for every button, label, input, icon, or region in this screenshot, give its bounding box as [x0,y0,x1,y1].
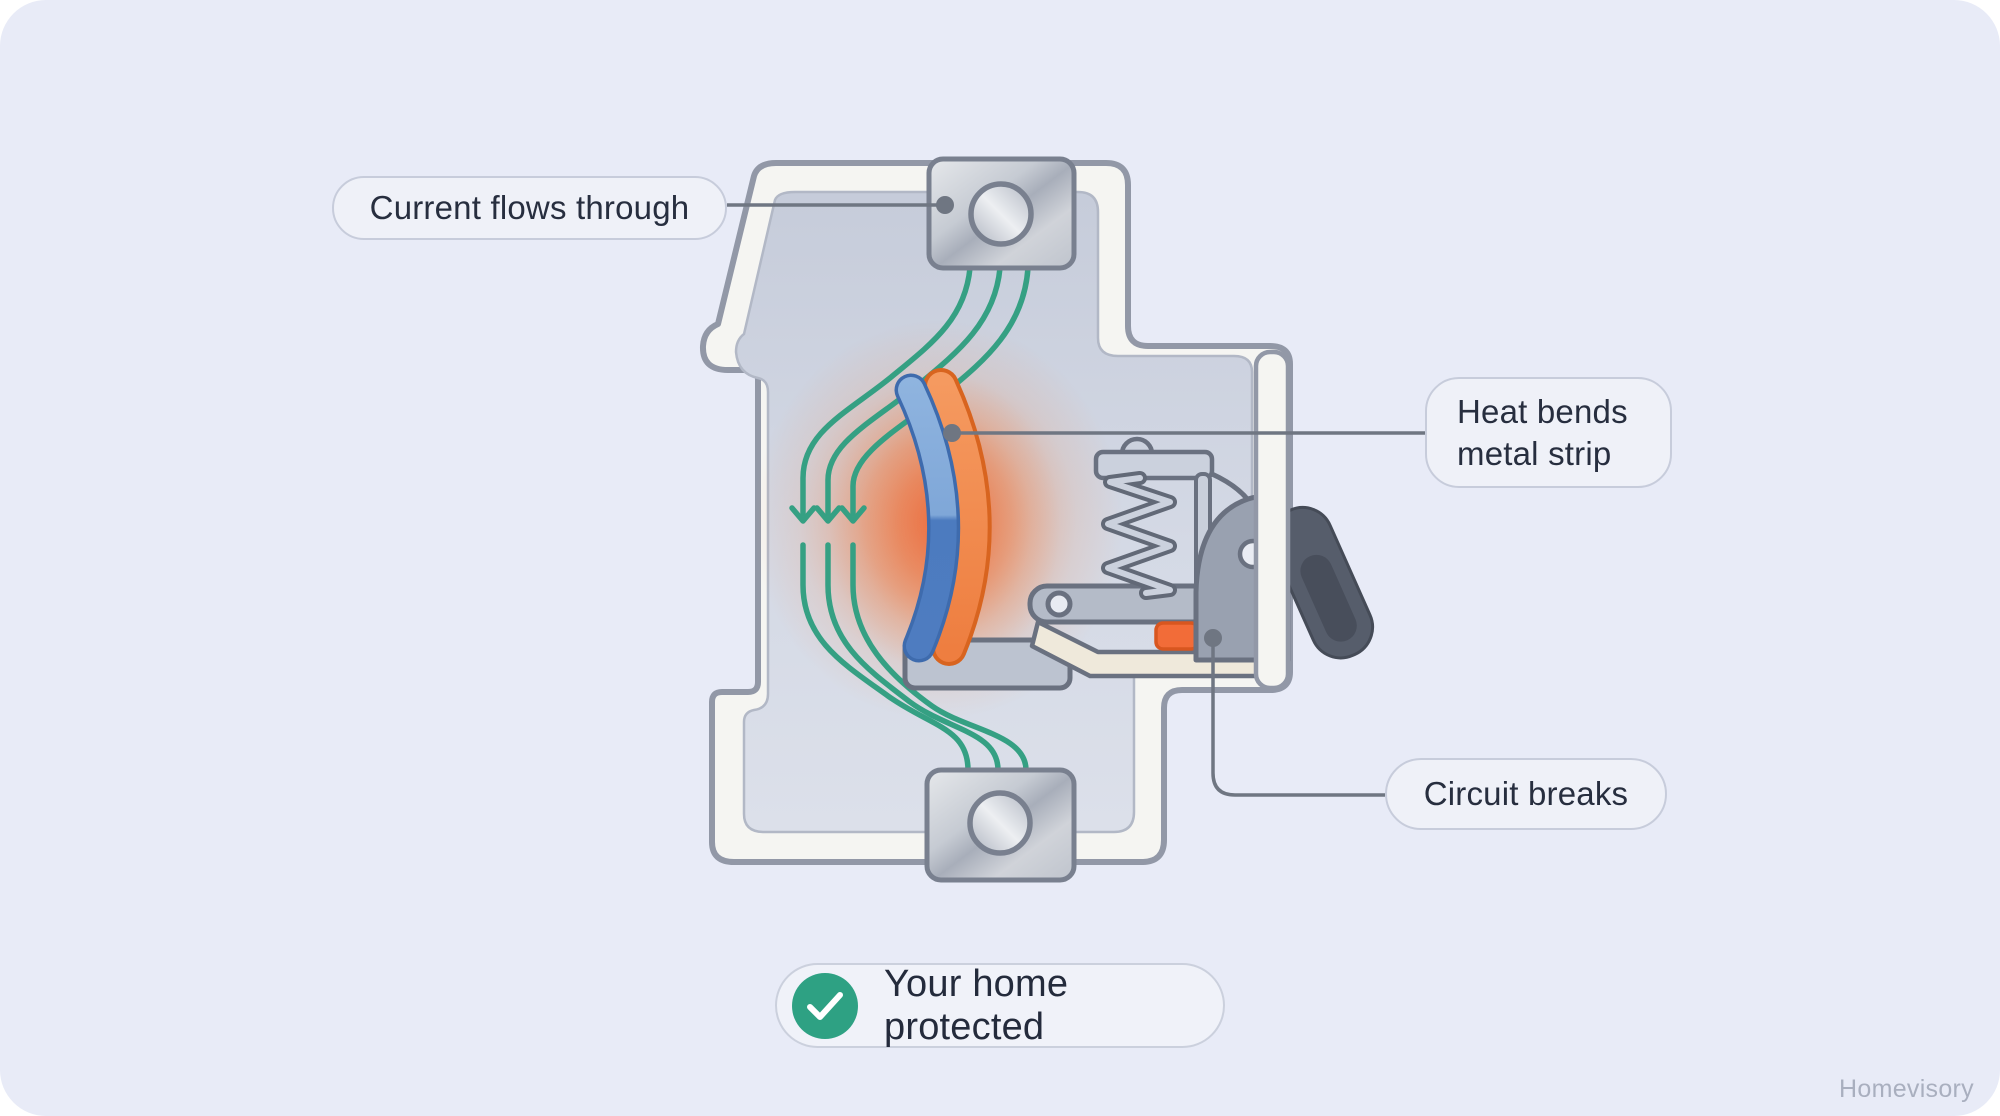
bimetal-strip [894,368,992,666]
leader-lines [727,203,1425,797]
spring-coil [1101,471,1177,600]
callout-current-label: Current flows through [369,189,690,226]
top-terminal [926,156,1077,271]
bimetal-strip-blue [898,377,957,659]
leader-dot-current [936,196,954,214]
bottom-terminal-screw [967,790,1033,856]
arrow-down-icon [814,505,842,524]
bottom-terminal [924,767,1077,883]
arrow-down-icon [839,505,867,524]
watermark: Homevisory [1839,1075,1974,1103]
check-icon [807,991,843,1020]
status-badge: Your home protected [775,963,1225,1048]
leader-dots [936,196,1222,647]
status-badge-label: Your home protected [884,962,1069,1048]
contact-pivot [1045,590,1073,618]
bimetal-strip-orange [927,372,988,662]
contact-pad [1154,621,1200,651]
arrow-down-icon [789,505,817,524]
check-circle [792,972,858,1039]
leader-dot-break [1204,629,1222,647]
casing-wall-overlay [1253,349,1291,691]
current-arrow-icons [789,505,867,524]
callout-circuit-breaks: Circuit breaks [1385,758,1667,830]
callout-heat-bends: Heat bends metal strip [1425,377,1672,488]
leader-line-break [1211,638,1385,797]
callout-break-label: Circuit breaks [1423,775,1629,812]
top-terminal-screw [968,181,1034,247]
leader-dot-heat [943,424,961,442]
callout-current-flows: Current flows through [332,176,727,240]
callout-heat-label: Heat bends metal strip [1457,392,1628,472]
